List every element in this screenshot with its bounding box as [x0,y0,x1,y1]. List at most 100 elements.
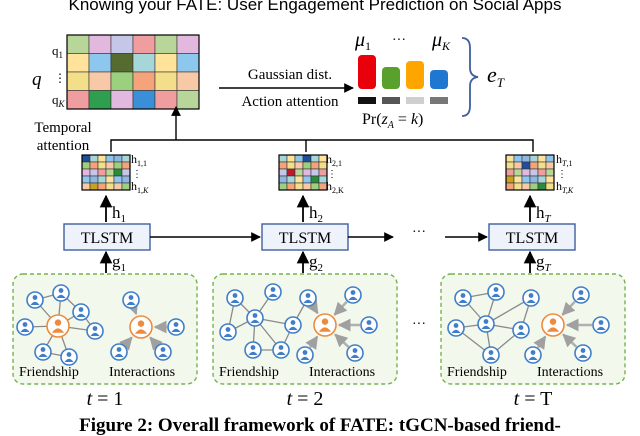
query-matrix-cell [88,90,112,110]
hidden-matrix-T-cell [521,168,531,177]
friendship-label: Friendship [19,365,79,380]
hidden-matrix-1-cell [81,175,91,184]
user-node [522,289,540,307]
user-node-center [313,313,337,337]
user-head [54,319,62,326]
user-body [528,356,538,360]
user-node [477,315,495,333]
user-body [451,329,461,333]
mu-k-label: μK [431,29,451,53]
hidden-matrix-2-cell [294,168,304,177]
temporal-attention-label-2: attention [37,138,90,154]
hidden-matrix-1-cell [113,161,123,170]
hidden-matrix-1-cell [121,175,131,184]
hidden-matrix-1-border [81,154,131,191]
user-node [219,323,237,341]
action-attention-label: Action attention [241,94,339,110]
user-head [518,325,524,330]
user-head [460,293,466,298]
hidden-matrix-T-cell [545,161,555,170]
hidden-matrix-2-cell [310,154,320,163]
user-body [230,299,240,303]
user-node [487,283,505,301]
interactions-label: Interactions [537,365,603,380]
hidden-matrix-1-cell [105,175,115,184]
user-node [264,283,282,301]
query-matrix-cell [154,90,178,110]
hidden-matrix-1-cell [81,154,91,163]
user-body [268,293,278,297]
user-body [126,301,136,305]
interaction-edge [333,300,348,316]
hidden-matrix-T-cell [545,182,555,191]
user-head [252,313,258,318]
bar-mean-2 [382,67,400,89]
hidden-matrix-T-border [505,154,555,191]
user-node [110,343,128,361]
interaction-edge [119,336,133,351]
hidden-matrix-1-cell [97,161,107,170]
user-body [134,329,148,334]
hidden-matrix-2-cell [294,175,304,184]
user-head [493,287,499,292]
hidden-matrix-1-cell [105,161,115,170]
hidden-matrix-1-cell [113,175,123,184]
user-head [78,307,84,312]
figure-caption: Figure 2: Overall framework of FATE: tGC… [79,415,561,436]
user-body [300,356,310,360]
user-head [32,295,38,300]
tlstm-label-2: TLSTM [279,230,331,247]
hidden-matrix-1-cell [89,182,99,191]
user-body [56,294,66,298]
user-body [486,356,496,360]
tlstm-label-T: TLSTM [506,230,558,247]
tlstm-ellipsis: ··· [412,225,426,240]
tlstm-box-T [488,223,576,251]
bar-mean-1 [358,55,376,89]
user-head [22,322,28,327]
user-node [122,291,140,309]
bar-prob-3 [406,97,424,104]
hidden-matrix-1-cell [121,161,131,170]
query-matrix-cell [66,90,90,110]
interaction-edge [561,300,576,316]
user-node [299,289,317,307]
hidden-matrix-T-cell [537,182,547,191]
user-node [26,291,44,309]
friendship-label: Friendship [219,365,279,380]
hidden-matrix-1-cell [105,154,115,163]
hidden-matrix-T-cell [505,182,515,191]
user-node [86,322,104,340]
hidden-matrix-T-cell [521,175,531,184]
user-head [453,323,459,328]
user-head [66,352,72,357]
hidden-matrix-1-cell [113,182,123,191]
h11-label: h1,1 [131,152,147,168]
g1-label: g1 [112,252,126,274]
hidden-matrix-T-cell [513,175,523,184]
hidden-matrix-1-cell [81,182,91,191]
query-matrix-cell [110,53,134,73]
user-body [20,328,30,332]
user-head [58,288,64,293]
temporal-collect-line [110,139,534,152]
time-label-2: t = 2 [287,388,324,410]
hidden-matrix-T-cell [545,175,555,184]
mu-dots: ··· [392,33,406,48]
hTk-label: hT,K [556,179,574,195]
interaction-edge [533,335,547,350]
user-head [305,293,311,298]
user-head [530,350,536,355]
user-body [458,299,468,303]
user-node [346,344,364,362]
hidden-matrix-T-cell [521,182,531,191]
hidden-matrix-1-cell [97,168,107,177]
hidden-matrix-1 [81,154,131,191]
hidden-matrix-2-cell [294,182,304,191]
user-node [52,284,70,302]
hidden-matrix-2-cell [286,168,296,177]
user-node [167,318,185,336]
hidden-matrix-T-cell [513,154,523,163]
hidden-matrix-2-cell [302,168,312,177]
